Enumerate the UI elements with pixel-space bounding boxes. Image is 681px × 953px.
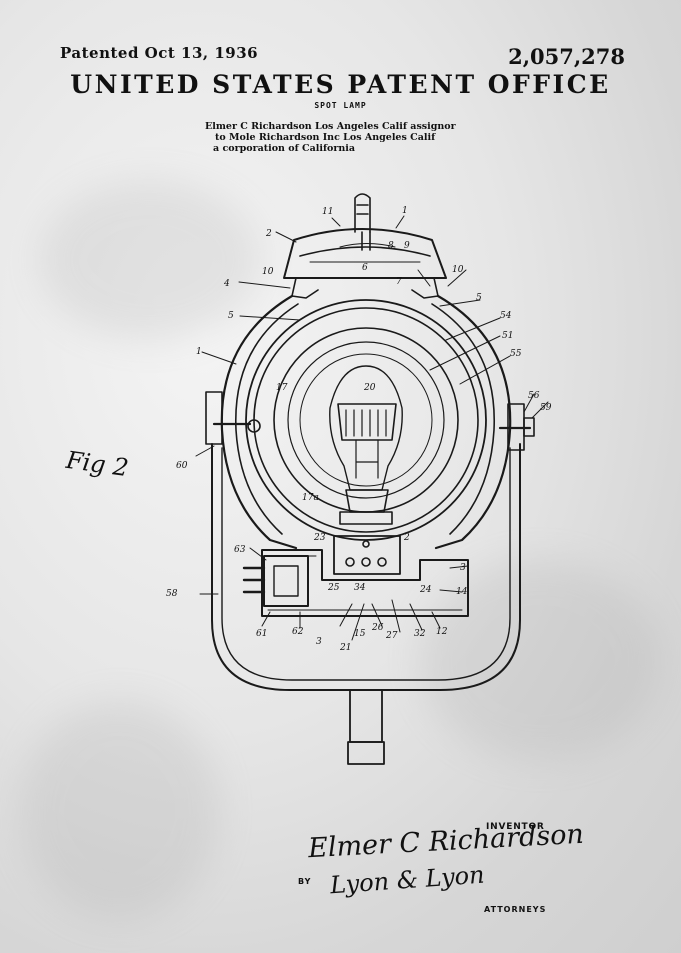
bulb <box>329 365 403 491</box>
assignee-block: Elmer C Richardson Los Angeles Calif ass… <box>205 121 456 154</box>
svg-text:63: 63 <box>234 545 246 555</box>
filament <box>337 403 397 441</box>
svg-text:10: 10 <box>452 265 464 275</box>
patent-number: 2,057,278 <box>508 44 625 69</box>
svg-text:12: 12 <box>436 627 448 637</box>
svg-text:55: 55 <box>510 349 522 359</box>
reflector-outer <box>245 299 487 541</box>
patented-date: Patented Oct 13, 1936 <box>60 44 259 62</box>
svg-text:9: 9 <box>404 241 410 251</box>
svg-text:25: 25 <box>327 583 340 593</box>
top-knob <box>354 193 371 233</box>
yoke <box>211 443 521 691</box>
left-pivot <box>205 391 261 445</box>
svg-text:61: 61 <box>256 629 267 639</box>
svg-text:3: 3 <box>460 563 466 573</box>
svg-text:17a: 17a <box>302 493 319 503</box>
svg-text:3: 3 <box>316 637 322 647</box>
base-housing <box>261 549 469 617</box>
svg-text:32: 32 <box>414 629 426 639</box>
svg-text:17: 17 <box>276 383 288 393</box>
top-cap <box>283 228 447 279</box>
svg-text:58: 58 <box>166 589 178 599</box>
svg-text:11: 11 <box>322 207 333 217</box>
patent-title: SPOT LAMP <box>314 101 367 110</box>
inventor-label: INVENTOR <box>486 822 545 832</box>
svg-text:59: 59 <box>540 403 552 413</box>
svg-text:1: 1 <box>196 347 202 357</box>
svg-text:5: 5 <box>228 311 234 321</box>
svg-text:6: 6 <box>362 263 368 273</box>
attorneys-label: ATTORNEYS <box>484 905 547 914</box>
reference-numerals: 11 1 2 8 9 6 4 10 10 7 5 5 54 1 51 55 20… <box>166 206 552 653</box>
switch-box <box>263 555 309 607</box>
svg-text:1: 1 <box>402 206 408 216</box>
svg-text:56: 56 <box>528 391 540 401</box>
paper-stain <box>20 700 220 920</box>
assignee-line: Elmer C Richardson Los Angeles Calif ass… <box>205 121 456 132</box>
svg-text:5: 5 <box>476 293 482 303</box>
yoke-stem <box>349 689 383 743</box>
paper-stain <box>40 180 260 340</box>
svg-text:26: 26 <box>371 623 384 633</box>
svg-text:23: 23 <box>313 533 326 543</box>
svg-text:7: 7 <box>396 277 402 287</box>
svg-text:62: 62 <box>292 627 304 637</box>
svg-text:34: 34 <box>354 583 366 593</box>
svg-text:54: 54 <box>500 311 512 321</box>
svg-text:14: 14 <box>456 587 468 597</box>
svg-text:27: 27 <box>385 631 398 641</box>
right-pivot <box>498 403 535 451</box>
assignee-line: a corporation of California <box>213 143 356 154</box>
paper-stain <box>420 560 660 760</box>
svg-text:2: 2 <box>403 533 410 543</box>
svg-text:10: 10 <box>262 267 274 277</box>
assignee-line: to Mole Richardson Inc Los Angeles Calif <box>215 132 436 143</box>
svg-text:8: 8 <box>388 241 394 251</box>
socket-block <box>333 535 401 575</box>
svg-text:60: 60 <box>176 461 188 471</box>
svg-text:20: 20 <box>363 383 376 393</box>
patent-office-heading: UNITED STATES PATENT OFFICE <box>70 70 611 99</box>
svg-text:24: 24 <box>419 585 432 595</box>
by-label: BY <box>298 877 312 886</box>
svg-text:4: 4 <box>223 279 230 289</box>
svg-text:15: 15 <box>354 629 366 639</box>
svg-text:51: 51 <box>502 331 513 341</box>
svg-text:2: 2 <box>265 229 272 239</box>
svg-text:21: 21 <box>339 643 351 653</box>
